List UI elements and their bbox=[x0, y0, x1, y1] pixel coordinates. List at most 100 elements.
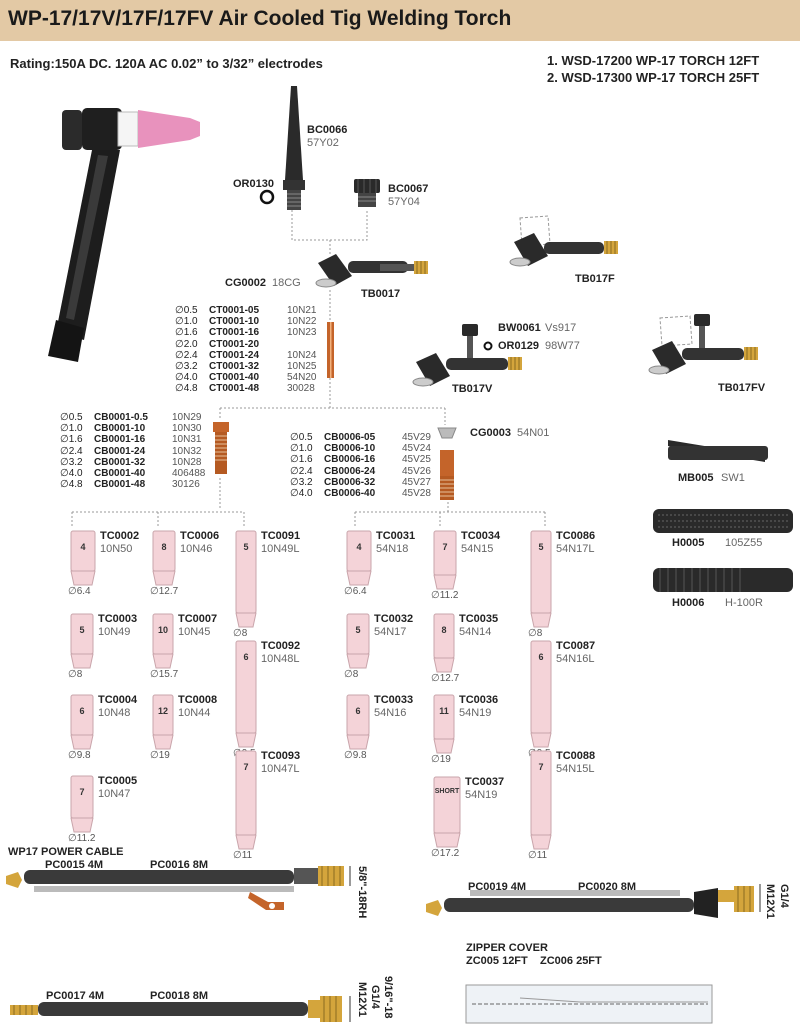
cup-code: TC0032 bbox=[374, 613, 414, 625]
label-pc0018: PC0018 8M bbox=[150, 990, 209, 1002]
header-bar bbox=[0, 0, 800, 41]
label-or0129: OR0129 bbox=[498, 340, 539, 352]
ceramic-cup-shape bbox=[346, 530, 372, 586]
label-tb017f: TB017F bbox=[575, 273, 615, 285]
ceramic-cup-shape bbox=[70, 530, 96, 586]
thread-2b: M12X1 bbox=[764, 884, 776, 919]
cup-diameter: ∅11.2 bbox=[68, 833, 96, 844]
cup-code: TC0036 bbox=[459, 694, 499, 706]
alt-bw0061: Vs917 bbox=[545, 322, 577, 334]
ceramic-cup-shape bbox=[433, 530, 457, 590]
cup-code: TC0006 bbox=[180, 530, 220, 542]
valve-torch-body-illustration bbox=[412, 324, 522, 387]
cup-size-label: 6 bbox=[355, 706, 361, 716]
cup-diameter: ∅19 bbox=[150, 750, 170, 761]
collet-body-illustration bbox=[213, 422, 229, 474]
cup-alt-code: 54N19 bbox=[459, 707, 492, 719]
alt-bc0067: 57Y04 bbox=[388, 196, 420, 208]
cup-diameter: ∅12.7 bbox=[150, 586, 179, 597]
cup-diameter: ∅17.2 bbox=[431, 848, 460, 859]
label-pc0016: PC0016 8M bbox=[150, 859, 209, 871]
cup-size-label: 7 bbox=[79, 787, 85, 797]
cup-alt-code: 54N14 bbox=[459, 626, 492, 638]
cup-code: TC0031 bbox=[376, 530, 416, 542]
page-title: WP-17/17V/17F/17FV Air Cooled Tig Weldin… bbox=[8, 7, 512, 30]
cup-code: TC0007 bbox=[178, 613, 218, 625]
cup-size-label: 7 bbox=[243, 762, 249, 772]
label-pc0020: PC0020 8M bbox=[578, 881, 637, 893]
cup-size-label: 11 bbox=[439, 706, 449, 716]
collet-illustration bbox=[327, 322, 334, 378]
cup-code: TC0092 bbox=[261, 640, 301, 652]
label-pc0015: PC0015 4M bbox=[45, 859, 104, 871]
ceramic-cup-shape bbox=[530, 750, 552, 850]
cup-size-label: 6 bbox=[79, 706, 85, 716]
label-bw0061: BW0061 bbox=[498, 322, 541, 334]
power-cable-2-illustration bbox=[426, 884, 761, 918]
cup-size-label: 8 bbox=[161, 542, 167, 552]
cup-diameter: ∅19 bbox=[431, 754, 451, 765]
thread-1: 5/8"-18RH bbox=[356, 866, 368, 919]
alt-h0006: H-100R bbox=[725, 597, 763, 609]
ceramic-cup-shape bbox=[70, 775, 94, 833]
ceramic-cup-shape bbox=[235, 530, 257, 628]
ceramic-cup-shape bbox=[235, 640, 257, 748]
thread-2a: G1/4 bbox=[778, 884, 790, 908]
zipper-cover-illustration bbox=[465, 984, 713, 1024]
label-pc0019: PC0019 4M bbox=[468, 881, 527, 893]
cup-alt-code: 54N19 bbox=[465, 789, 498, 801]
short-back-cap-illustration bbox=[354, 179, 380, 207]
alt-mb005: SW1 bbox=[721, 472, 745, 484]
cup-size-label: 6 bbox=[243, 652, 249, 662]
cup-alt-code: 10N44 bbox=[178, 707, 211, 719]
torch-illustration bbox=[48, 108, 200, 362]
model-2: 2. WSD-17300 WP-17 TORCH 25FT bbox=[547, 70, 760, 85]
cup-alt-code: 54N15L bbox=[556, 763, 595, 775]
cup-code: TC0035 bbox=[459, 613, 499, 625]
cup-size-label: SHORT bbox=[434, 788, 460, 795]
power-cable-title: WP17 POWER CABLE bbox=[8, 846, 124, 858]
ceramic-cup-shape bbox=[235, 750, 257, 850]
label-cg0002: CG0002 bbox=[225, 277, 266, 289]
cup-size-label: 5 bbox=[355, 625, 361, 635]
cup-alt-code: 10N47L bbox=[261, 763, 300, 775]
cup-size-label: 4 bbox=[80, 542, 86, 552]
cup-size-label: 5 bbox=[79, 625, 85, 635]
alt-bc0066: 57Y02 bbox=[307, 137, 339, 149]
label-bc0066: BC0066 bbox=[307, 124, 348, 136]
cup-diameter: ∅11 bbox=[528, 850, 548, 861]
power-cable-1-illustration bbox=[6, 866, 351, 910]
cup-alt-code: 10N48 bbox=[98, 707, 131, 719]
o-ring-illustration bbox=[259, 189, 275, 205]
cup-code: TC0008 bbox=[178, 694, 218, 706]
cup-alt-code: 10N49 bbox=[98, 626, 131, 638]
alt-cg0003: 54N01 bbox=[517, 427, 550, 439]
cup-code: TC0088 bbox=[556, 750, 596, 762]
cup-diameter: ∅8 bbox=[233, 628, 248, 639]
cup-diameter: ∅15.7 bbox=[150, 669, 179, 680]
cup-alt-code: 54N16L bbox=[556, 653, 595, 665]
long-back-cap-illustration bbox=[283, 86, 305, 210]
o-ring-small-illustration bbox=[483, 341, 493, 351]
label-tb017fv: TB017FV bbox=[718, 382, 766, 394]
ceramic-cup-shape bbox=[70, 613, 94, 669]
label-or0130: OR0130 bbox=[233, 178, 274, 190]
ceramic-cup-shape bbox=[433, 776, 461, 848]
ceramic-cup-shape bbox=[530, 640, 552, 748]
